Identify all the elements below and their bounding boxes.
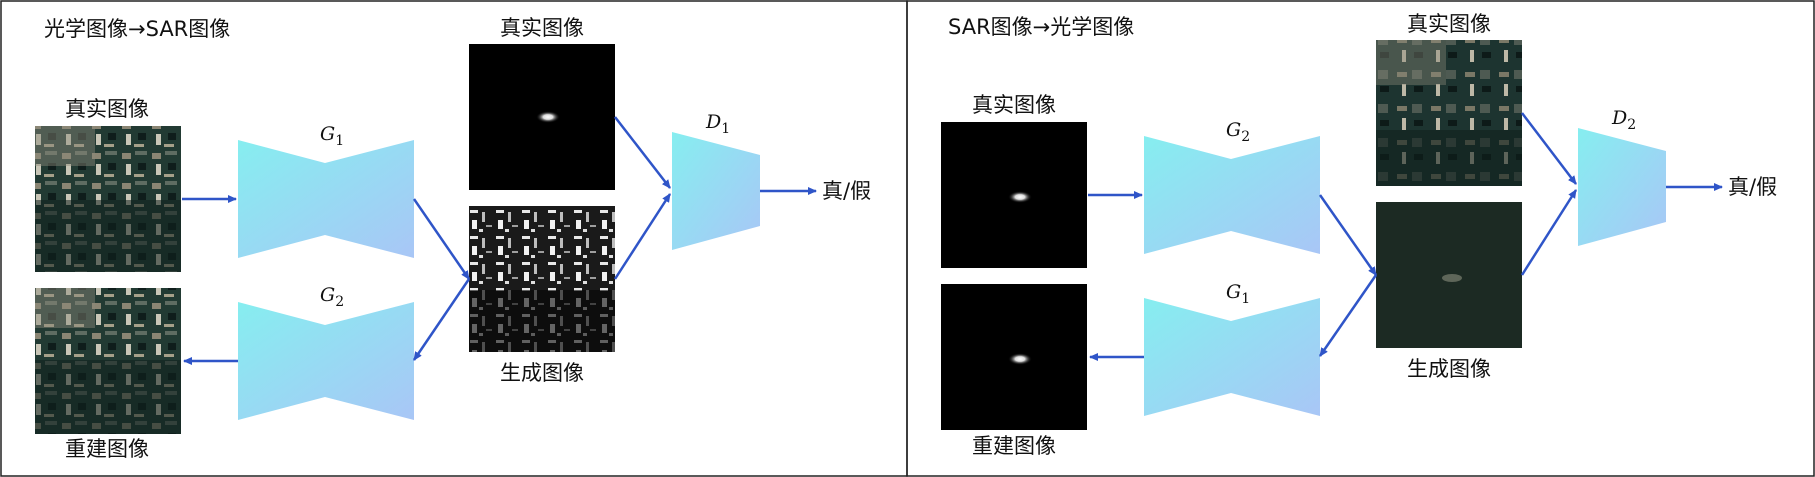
right-real-target-label: 真实图像	[1407, 12, 1491, 36]
right-arrow-generated-to-g1	[1318, 274, 1378, 357]
left-arrow-real-to-d1	[614, 116, 671, 189]
right-panel-title: SAR图像→光学图像	[948, 15, 1134, 39]
left-generated-label: 生成图像	[500, 361, 584, 385]
left-panel: 光学图像→SAR图像 真实图像 重建图像 G1 G2 真实图像 生成图像 D1 …	[35, 16, 871, 461]
left-discriminator	[672, 132, 760, 250]
right-generated-label: 生成图像	[1407, 357, 1491, 381]
left-arrow-g1-to-generated	[412, 198, 471, 280]
right-g-backward-label: G1	[1226, 281, 1250, 307]
left-panel-title: 光学图像→SAR图像	[44, 17, 230, 41]
left-discriminator-label: D1	[705, 111, 730, 137]
right-arrow-real-to-d2	[1521, 112, 1577, 185]
left-real-input-label: 真实图像	[65, 97, 149, 121]
right-panel: SAR图像→光学图像 真实图像 重建图像 G2 G1 真实图像 生成图像 D2 …	[941, 12, 1777, 458]
right-g-forward-label: G2	[1226, 119, 1250, 145]
left-g-forward-label: G1	[320, 123, 344, 149]
left-output-label: 真/假	[822, 179, 871, 203]
right-discriminator	[1578, 128, 1666, 246]
right-panel-frame	[906, 0, 1815, 477]
right-generator-backward	[1144, 298, 1320, 416]
right-arrow-generated-to-d2	[1520, 189, 1578, 276]
right-output-label: 真/假	[1728, 175, 1777, 199]
left-generator-backward	[238, 302, 414, 420]
right-arrow-g2-to-generated	[1318, 194, 1378, 276]
right-generator-forward	[1144, 136, 1320, 254]
left-arrow-generated-to-d1	[613, 193, 672, 280]
left-g-backward-label: G2	[320, 284, 344, 310]
left-real-target-label: 真实图像	[500, 16, 584, 40]
right-discriminator-label: D2	[1611, 107, 1636, 133]
right-real-input-label: 真实图像	[972, 93, 1056, 117]
left-arrow-generated-to-g2	[412, 278, 471, 361]
right-reconstructed-label: 重建图像	[972, 434, 1056, 458]
left-generator-forward	[238, 140, 414, 258]
left-reconstructed-label: 重建图像	[65, 437, 149, 461]
